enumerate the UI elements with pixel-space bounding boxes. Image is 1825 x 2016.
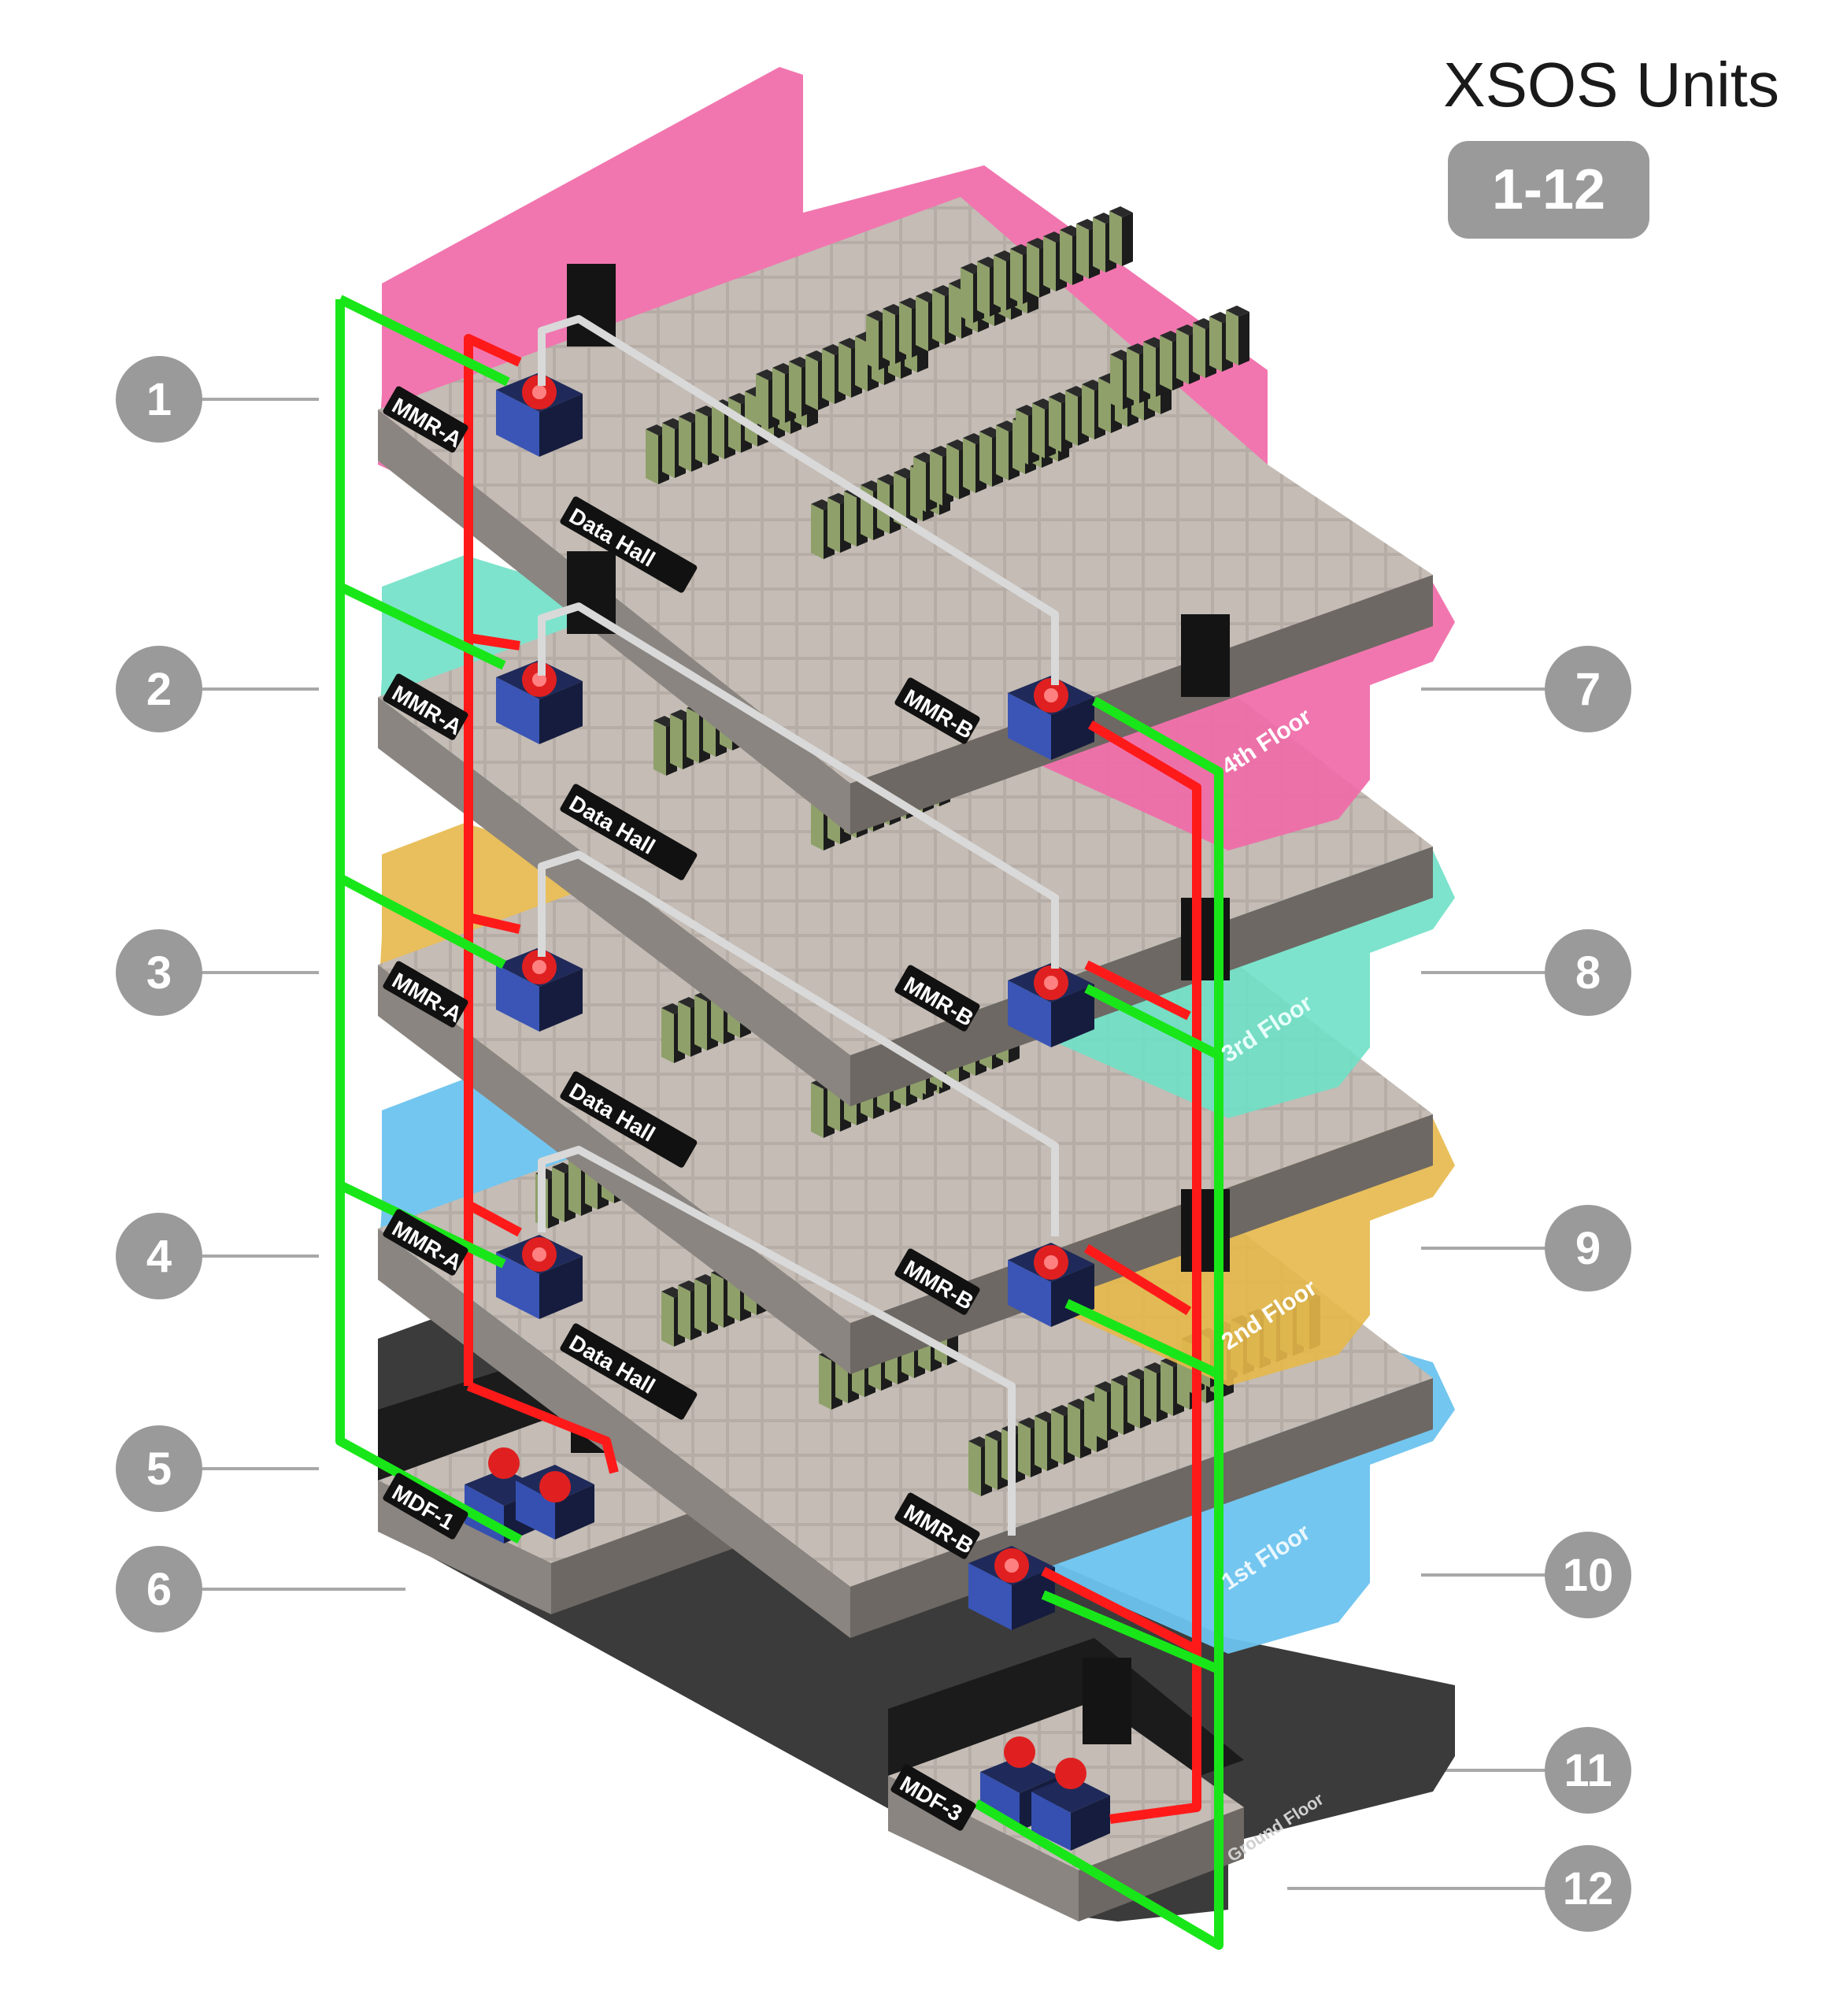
- interconnect-floor-2: [538, 850, 1059, 1236]
- interconnect-floor-1: [538, 1146, 1016, 1536]
- diagram-title: XSOS Units: [1443, 50, 1779, 120]
- fourth-floor-rack-rows: [646, 206, 1249, 559]
- leader-line-8: [1421, 971, 1547, 974]
- callout-12: 12: [1545, 1845, 1631, 1932]
- mdf-3-cabinet: [1083, 1658, 1131, 1744]
- mdf-1-core-switch: [465, 1447, 594, 1544]
- mmr-switches: [496, 264, 1230, 1630]
- callout-1: 1: [116, 356, 202, 443]
- callout-10: 10: [1545, 1532, 1631, 1618]
- leader-line-5: [202, 1467, 319, 1470]
- callout-8: 8: [1545, 929, 1631, 1016]
- leader-line-10: [1421, 1573, 1547, 1577]
- leader-line-12: [1287, 1887, 1547, 1890]
- interconnect-floor-4: [538, 315, 1059, 685]
- mdf-3-core-switch: [980, 1736, 1110, 1851]
- secondary-riser-left: [335, 299, 522, 1544]
- callout-4: 4: [116, 1213, 202, 1299]
- leader-line-4: [202, 1254, 319, 1258]
- primary-riser-left: [464, 334, 522, 1386]
- leader-line-6: [202, 1588, 405, 1591]
- callout-2: 2: [116, 646, 202, 732]
- leader-line-2: [202, 687, 319, 691]
- leader-line-3: [202, 971, 319, 974]
- units-range-badge: 1-12: [1448, 141, 1649, 239]
- callout-3: 3: [116, 929, 202, 1016]
- leader-line-9: [1421, 1247, 1547, 1250]
- primary-riser-cables: [464, 334, 1201, 1824]
- callout-5: 5: [116, 1425, 202, 1512]
- callout-6: 6: [116, 1546, 202, 1632]
- leader-line-7: [1421, 687, 1547, 691]
- interconnect-cables: [538, 315, 1059, 1536]
- callout-7: 7: [1545, 646, 1631, 732]
- secondary-riser-right: [973, 696, 1223, 1950]
- callout-9: 9: [1545, 1205, 1631, 1292]
- callout-11: 11: [1545, 1727, 1631, 1814]
- interconnect-floor-3: [538, 602, 1059, 969]
- leader-line-1: [202, 398, 319, 401]
- primary-riser-right: [1087, 720, 1201, 1824]
- leader-line-11: [1421, 1769, 1547, 1772]
